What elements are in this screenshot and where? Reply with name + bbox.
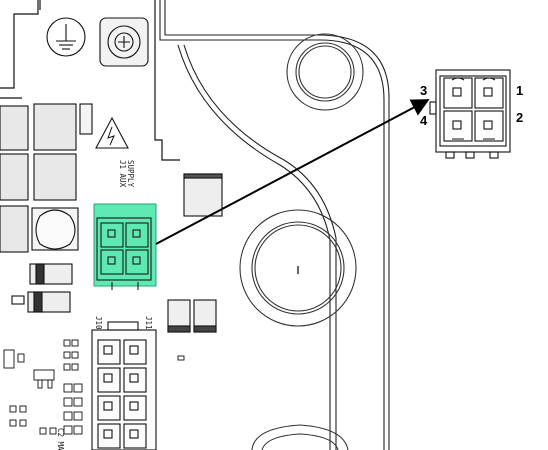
screw-head-icon [99, 17, 149, 67]
pin-label-2: 2 [516, 110, 523, 125]
standoff-top [286, 33, 364, 111]
ground-symbol-icon [46, 17, 86, 57]
diode-components [11, 263, 73, 313]
capacitor-pair [167, 173, 223, 333]
silkscreen-j1: J1 AUX SUPPLY [118, 160, 135, 188]
silk-j11: J11 [144, 316, 153, 330]
silk-bottom-left: C2 MAS [56, 428, 65, 450]
pin-label-4: 4 [420, 113, 428, 128]
pin-label-3: 3 [420, 83, 427, 98]
standoff-bottom [251, 424, 349, 450]
pcb-board [0, 0, 180, 161]
connector-callout [429, 69, 511, 159]
silk-aux-line2: SUPPLY [126, 160, 135, 188]
inductor-array [0, 103, 93, 253]
silk-aux-line1: J1 AUX [118, 160, 127, 188]
standoff-middle [239, 209, 357, 327]
j10-j11-connector [91, 321, 157, 450]
warning-triangle-icon [95, 116, 129, 149]
callout-arrow [155, 99, 430, 245]
pin-label-1: 1 [516, 83, 523, 98]
silk-j10: J10 [94, 316, 103, 330]
smd-components [3, 339, 185, 435]
aux-supply-connector-highlight [93, 203, 157, 290]
mounting-frame [159, 0, 390, 450]
